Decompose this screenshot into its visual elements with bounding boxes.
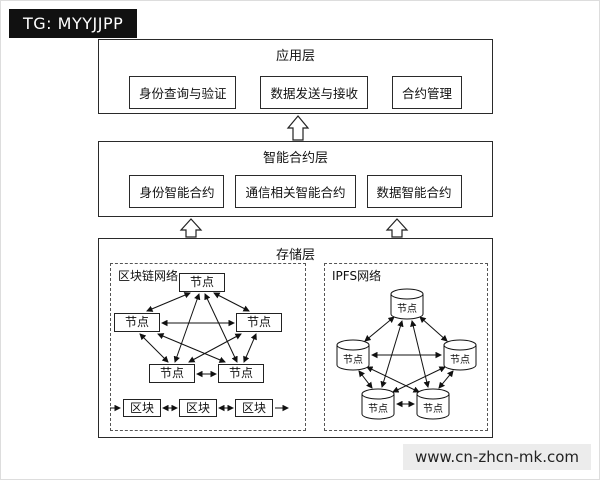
app-item-identity-query: 身份查询与验证	[128, 76, 237, 109]
up-arrow-storage-to-contract-left	[179, 218, 203, 238]
block-box-2: 区块	[179, 399, 217, 417]
blockchain-node-bottom-left: 节点	[149, 364, 195, 383]
block-box-1: 区块	[123, 399, 161, 417]
up-arrow-contract-to-application	[286, 115, 310, 141]
contract-layer-box: 智能合约层 身份智能合约 通信相关智能合约 数据智能合约	[98, 141, 493, 217]
ipfs-network-title: IPFS网络	[330, 267, 384, 284]
block-box-3: 区块	[235, 399, 273, 417]
ipfs-network-box: IPFS网络	[324, 263, 488, 431]
blockchain-node-right: 节点	[236, 313, 282, 332]
application-layer-title: 应用层	[275, 49, 315, 64]
contract-layer-title: 智能合约层	[262, 151, 328, 166]
contract-item-data: 数据智能合约	[366, 175, 462, 208]
up-arrow-storage-to-contract-right	[385, 218, 409, 238]
storage-layer-title: 存储层	[275, 248, 315, 263]
blockchain-node-left: 节点	[114, 313, 160, 332]
app-item-data-send-receive: 数据发送与接收	[260, 76, 368, 109]
contract-item-identity: 身份智能合约	[129, 175, 225, 208]
site-watermark-badge: www.cn-zhcn-mk.com	[402, 444, 591, 470]
app-item-contract-management: 合约管理	[392, 76, 463, 109]
contract-item-communication: 通信相关智能合约	[235, 175, 356, 208]
blockchain-network-title: 区块链网络	[116, 267, 181, 284]
blockchain-node-top: 节点	[179, 273, 225, 292]
blockchain-network-box: 区块链网络	[110, 263, 306, 431]
application-layer-box: 应用层 身份查询与验证 数据发送与接收 合约管理	[98, 39, 493, 114]
watermark-tg-badge: TG: MYYJJPP	[9, 9, 138, 38]
blockchain-node-bottom-right: 节点	[218, 364, 264, 383]
